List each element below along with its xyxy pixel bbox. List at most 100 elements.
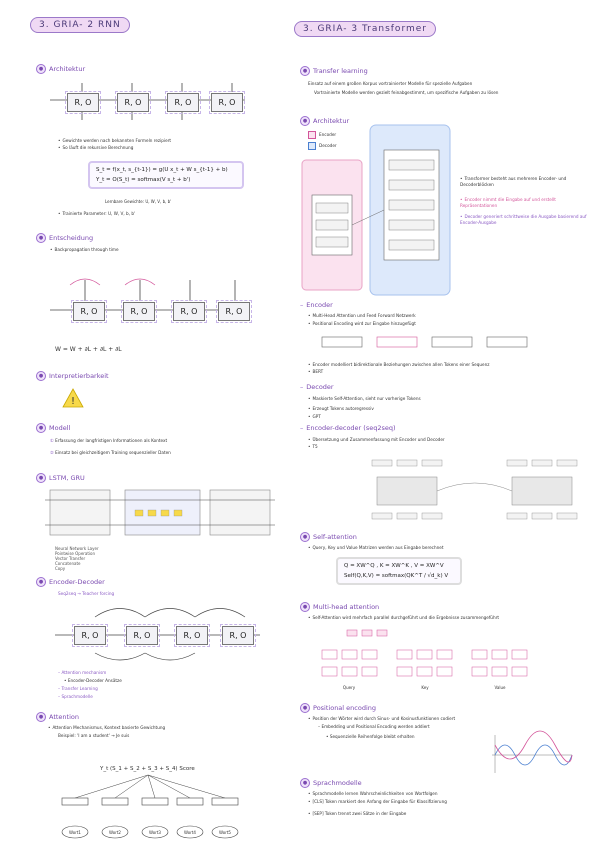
bptt-diagram <box>50 278 250 311</box>
section-interpretability: ● Interpretierbarkeit <box>36 371 109 381</box>
section-positional-encoding: ● Positional encoding <box>300 703 376 713</box>
encoder-token-diagram <box>321 336 528 348</box>
seq-cell-3: R, O <box>174 624 210 647</box>
seq-cell-4: R, O <box>220 624 256 647</box>
section-decoder: – Decoder <box>300 383 334 391</box>
section-dot-icon: ● <box>300 66 310 76</box>
section-dot-icon: ● <box>300 778 310 788</box>
rnn-cell-1: R, O <box>65 91 101 114</box>
section-lstm: ● LSTM, GRU <box>36 473 85 483</box>
section-language-models: ● Sprachmodelle <box>300 778 362 788</box>
s3-bullet-4: BERT <box>308 369 588 375</box>
section-dot-icon: ● <box>36 423 46 433</box>
s6-bullet: Query, Key und Value Matrizen werden aus… <box>308 545 588 551</box>
right-column: 3. GRIA- 3 Transformer ● Transfer learni… <box>292 0 599 848</box>
s1-bullet-2: So läuft die rekursive Berechnung <box>58 145 258 151</box>
s5-bullet-1: Übersetzung und Zusammenfassung mit Enco… <box>308 437 588 443</box>
s9-bullet-1: Sprachmodelle lernen Wahrscheinlichkeite… <box>308 791 588 797</box>
lstm-diagram <box>45 489 275 536</box>
s7-bullet-2: Beispiel: 'I am a student' → Je suis <box>58 733 130 738</box>
section-dot-icon: ● <box>300 116 310 126</box>
bptt-cell-2: R, O <box>121 300 157 323</box>
attention-word-4: Wort4 <box>184 830 196 835</box>
sinusoid-plot <box>492 730 573 773</box>
section-dot-icon: ● <box>300 532 310 542</box>
rnn-cell-3: R, O <box>165 91 201 114</box>
section-dot-icon: ● <box>36 712 46 722</box>
s3-bullet-1: Multi-Head Attention und Feed Forward Ne… <box>308 313 588 319</box>
attention-tree: Wort1 Wort2 Wort3 Wort4 Wort5 <box>61 774 239 839</box>
bptt-cell-1: R, O <box>71 300 107 323</box>
s6-line: Seq2seq → Teacher forcing <box>58 591 115 596</box>
s1-bullet-3: Trainierte Parameter: U, W, V, b, b' <box>58 211 258 217</box>
attention-word-1: Wort1 <box>69 830 81 835</box>
section-dot-icon: ● <box>36 64 46 74</box>
mh-head-value: Value <box>495 685 507 690</box>
s3-bullet-3: Encoder modelliert bidirektionale Bezieh… <box>308 362 588 368</box>
s8-bullet-2: – Embedding und Positional Encoding werd… <box>318 724 430 729</box>
section-dot-icon: ● <box>36 473 46 483</box>
multi-head-diagram: Query Key Value <box>321 629 528 690</box>
section-attention: ● Attention <box>36 712 79 722</box>
s6-bullet-3: – Transfer Learning <box>58 686 98 691</box>
section-transformer-architecture: ● Architektur <box>300 116 349 126</box>
s4-bullet-2: Erzeugt Tokens autoregressiv <box>308 406 588 412</box>
s4-bullet-1: Maskierte Self-Attention, sieht nur vorh… <box>308 396 588 402</box>
attention-word-2: Wort2 <box>109 830 121 835</box>
s1-note: Lernbare Gewichte: U, W, V, b, b' <box>105 199 172 204</box>
bptt-cell-4: R, O <box>216 300 252 323</box>
s6-bullet-4: – Sprachmodelle <box>58 694 93 699</box>
rnn-cell-4: R, O <box>209 91 245 114</box>
s3-bullet-2: Positional Encoding wird zur Eingabe hin… <box>308 321 588 327</box>
section-training: ● Entscheidung <box>36 233 93 243</box>
s4-item-1: ① Erfassung der langfristigen Informatio… <box>50 438 168 443</box>
left-column: 3. GRIA- 2 RNN ● Architektur R, O R, O R… <box>0 0 290 848</box>
s4-item-2: ② Einsatz bei gleichzeitigem Training se… <box>50 450 171 455</box>
transformer-diagram <box>301 124 451 296</box>
seq-cell-1: R, O <box>72 624 108 647</box>
s9-bullet-2: [CLS] Token markiert den Anfang der Eing… <box>308 799 588 805</box>
s6-bullet-1: – Attention mechanism <box>58 670 107 675</box>
bptt-cell-3: R, O <box>171 300 207 323</box>
section-dot-icon: ● <box>300 703 310 713</box>
s2-bullet: Backpropagation through time <box>50 247 250 253</box>
s2-equation: W = W + ∂L + ∂L + ∂L <box>55 346 122 353</box>
warning-icon: ! <box>62 388 84 408</box>
section-dot-icon: ● <box>36 371 46 381</box>
self-attention-formula: Q = XW^Q , K = XW^K , V = XW^V Self(Q,K,… <box>336 557 462 585</box>
section-dot-icon: ● <box>300 602 310 612</box>
s4-bullet-3: GPT <box>308 414 588 420</box>
section-multi-head-attention: ● Multi-head attention <box>300 602 379 612</box>
section-transfer-learning: ● Transfer learning <box>300 66 368 76</box>
s2-bullet-1: Transformer besteht aus mehreren Encoder… <box>460 176 590 188</box>
s1-formula-box: S_t = f(x_t, s_{t-1}) = g(U x_t + W s_{t… <box>88 161 244 189</box>
legend-decoder: Decoder <box>308 142 337 150</box>
section-self-attention: ● Self-attention <box>300 532 357 542</box>
section-encoder: – Encoder <box>300 301 333 309</box>
s8-bullet-1: Position der Wörter wird durch Sinus- un… <box>308 716 588 722</box>
mh-head-key: Key <box>421 685 429 690</box>
right-title: 3. GRIA- 3 Transformer <box>294 21 436 37</box>
s7-bullet-1: Attention Mechanismus, Kontext basierte … <box>48 725 268 731</box>
s5-bullet-2: T5 <box>308 444 588 450</box>
seq-cell-2: R, O <box>124 624 160 647</box>
seq2seq-transformer-diagram <box>371 459 578 520</box>
s2-bullet-2: Encoder nimmt die Eingabe auf und erstel… <box>460 197 590 209</box>
section-model: ● Modell <box>36 423 70 433</box>
s6-bullet-2: • Encoder-Decoder Ansätze <box>64 678 122 683</box>
svg-text:!: ! <box>71 396 75 407</box>
s9-bullet-3: [SEP] Token trennt zwei Sätze in der Ein… <box>308 811 588 817</box>
section-dot-icon: ● <box>36 577 46 587</box>
s1-text-2: Vortrainierte Modelle werden gezielt fei… <box>314 90 499 95</box>
section-encoder-decoder: ● Encoder-Decoder <box>36 577 105 587</box>
s7-equation: Y_t (S_1 + S_2 + S_3 + S_4) Score <box>100 766 195 772</box>
s1-text-1: Einsatz auf einem großen Korpus vortrain… <box>308 81 473 86</box>
left-title: 3. GRIA- 2 RNN <box>30 17 130 33</box>
s1-bullet-1: Gewichte werden nach bekannten Formeln r… <box>58 138 258 144</box>
attention-word-5: Wort5 <box>219 830 231 835</box>
legend-encoder: Encoder <box>308 131 336 139</box>
attention-word-3: Wort3 <box>149 830 161 835</box>
s2-bullet-3: Decoder generiert schrittweise die Ausga… <box>460 214 590 226</box>
s7-bullet: Self-Attention wird mehrfach parallel du… <box>308 615 588 621</box>
mh-head-query: Query <box>343 685 356 690</box>
